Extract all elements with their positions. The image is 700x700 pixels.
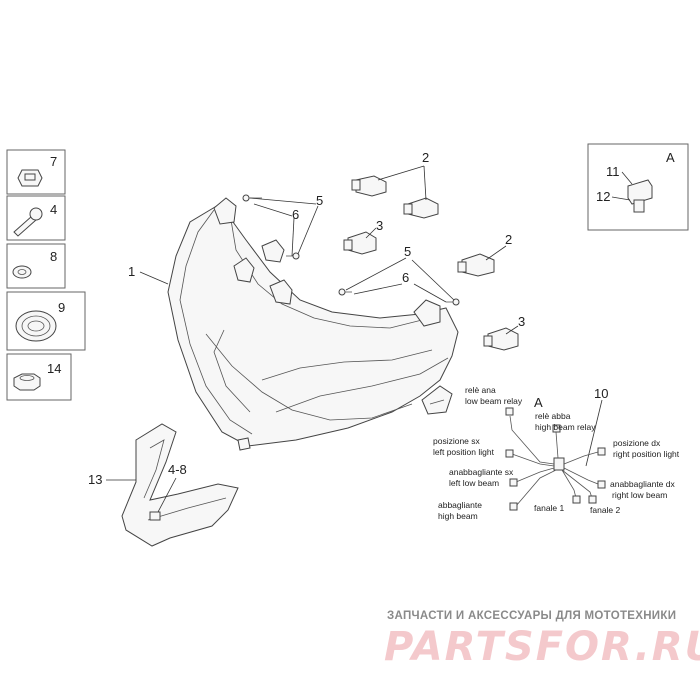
bulb-holder-3-top — [343, 231, 377, 255]
watermark: ЗАПЧАСТИ И АКСЕССУАРЫ ДЛЯ МОТОТЕХНИКИ PA… — [384, 610, 700, 670]
wiring-harness: A 10 relè ana low beam relay relè abba h… — [433, 385, 680, 521]
callout-6-upper: 6 — [292, 207, 299, 222]
callout-4-8: 4-8 — [168, 462, 187, 477]
callout-5-lower: 5 — [404, 244, 411, 259]
callout-10: 10 — [594, 386, 608, 401]
part-box-9: 9 — [6, 291, 86, 351]
detail-box-a: A 11 12 — [587, 143, 689, 231]
detail-a-label: A — [666, 150, 675, 165]
part-box-4: 4 — [6, 195, 66, 241]
label-abba-en: high beam — [438, 511, 478, 521]
label-fanale-1: fanale 1 — [534, 503, 565, 513]
bulb-holder-2-mid — [403, 197, 439, 219]
callout-8: 8 — [50, 249, 57, 264]
callout-2-top: 2 — [422, 150, 429, 165]
bulb-holder-2-right — [457, 253, 495, 277]
screw-set-upper — [242, 194, 300, 260]
label-high-beam-relay-en: high beam relay — [535, 422, 596, 432]
part-box-14: 14 — [6, 353, 72, 401]
label-low-beam-relay-en: low beam relay — [465, 396, 523, 406]
part-box-7: 7 — [6, 149, 66, 195]
callout-2-right: 2 — [505, 232, 512, 247]
label-anab-sx-it: anabbagliante sx — [449, 467, 514, 477]
callout-1: 1 — [128, 264, 135, 279]
wiring-a-label: A — [534, 395, 543, 410]
label-fanale-2: fanale 2 — [590, 505, 621, 515]
label-anab-sx-en: left low beam — [449, 478, 499, 488]
label-pos-sx-en: left position light — [433, 447, 495, 457]
label-pos-dx-it: posizione dx — [613, 438, 661, 448]
label-abba-it: abbagliante — [438, 500, 482, 510]
bulb-holder-3-bottom — [483, 327, 519, 351]
callout-9: 9 — [58, 300, 65, 315]
callout-14: 14 — [47, 361, 61, 376]
callout-4: 4 — [50, 202, 57, 217]
label-low-beam-relay-it: relè ana — [465, 385, 496, 395]
callout-7: 7 — [50, 154, 57, 169]
label-anab-dx-it: anabbagliante dx — [610, 479, 676, 489]
callout-12: 12 — [596, 189, 610, 204]
label-anab-dx-en: right low beam — [612, 490, 667, 500]
callout-3-bottom: 3 — [518, 314, 525, 329]
headlight-assembly — [167, 197, 459, 451]
callout-5-upper: 5 — [316, 193, 323, 208]
screw-set-lower — [338, 288, 460, 306]
part-box-8: 8 — [6, 243, 66, 289]
label-pos-dx-en: right position light — [613, 449, 680, 459]
watermark-tagline: ЗАПЧАСТИ И АКСЕССУАРЫ ДЛЯ МОТОТЕХНИКИ — [387, 610, 676, 622]
bulb-holder-2-top — [351, 175, 387, 197]
label-high-beam-relay-it: relè abba — [535, 411, 571, 421]
callout-13: 13 — [88, 472, 102, 487]
callout-6-lower: 6 — [402, 270, 409, 285]
callout-11: 11 — [606, 164, 620, 179]
callout-3-top: 3 — [376, 218, 383, 233]
bracket-13 — [121, 423, 239, 547]
watermark-brand: PARTSFOR.RU — [384, 624, 700, 670]
label-pos-sx-it: posizione sx — [433, 436, 481, 446]
